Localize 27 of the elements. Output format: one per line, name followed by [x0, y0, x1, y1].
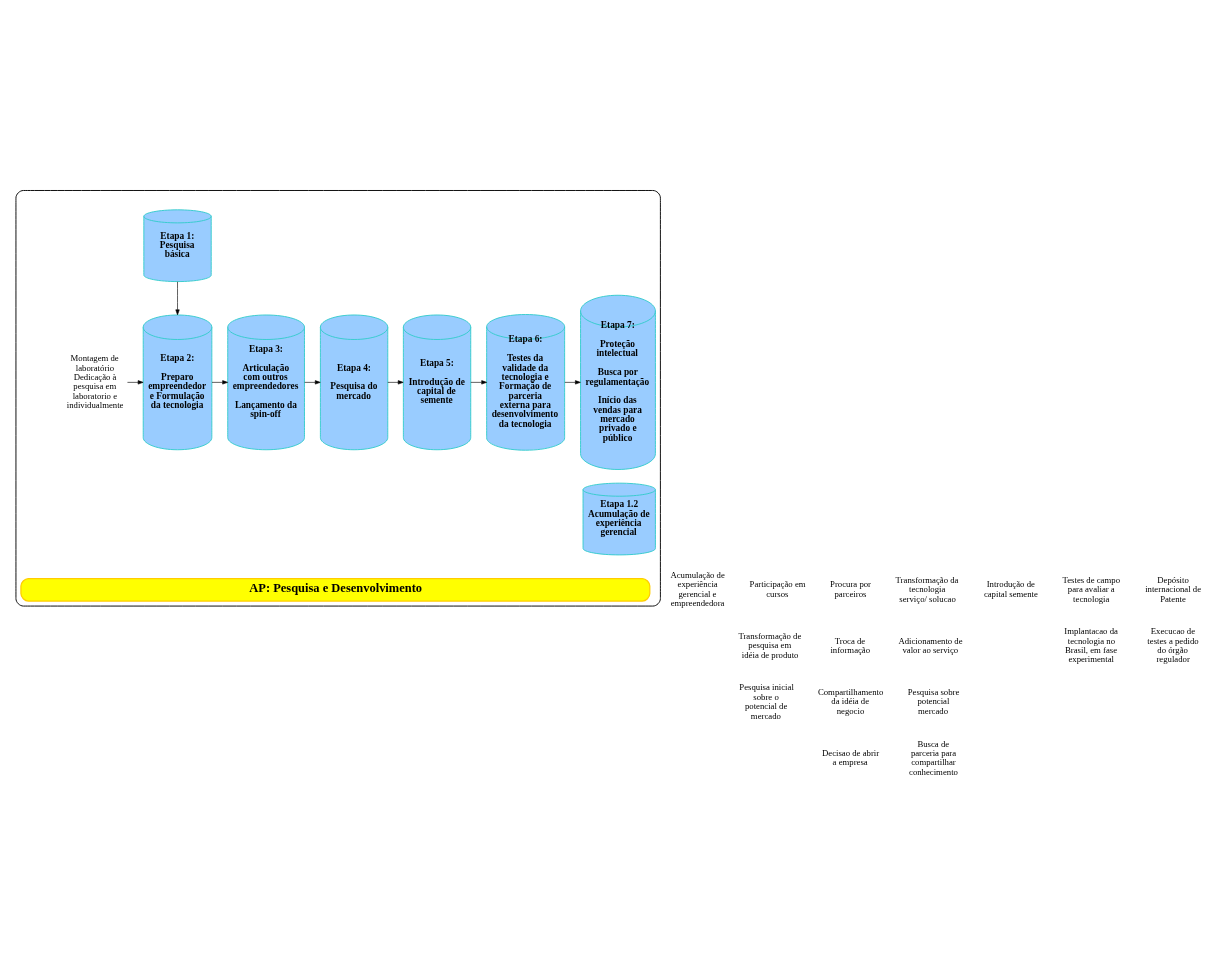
label: Pesquisa inicial sobre o potencial de mercado: [739, 682, 794, 721]
label: Troca de informação: [830, 635, 871, 655]
arrow: [304, 380, 321, 385]
arrow: [175, 281, 180, 316]
arrow: [564, 380, 581, 385]
label: Acumulação de experiência gerencial e empreendedora: [670, 570, 725, 609]
cluster: [15, 190, 661, 607]
label: Busca de parceria para compartilhar conhecimento: [909, 738, 958, 777]
label: Testes de campo para avaliar a tecnologia: [1062, 574, 1120, 604]
arrow: [387, 380, 404, 385]
label: Transformação de pesquisa em idéia de produto: [738, 630, 802, 660]
label: Decisao de abrir a empresa: [821, 747, 880, 768]
label: Pesquisa sobre potencial mercado: [907, 687, 960, 716]
label: Compartilhamento da idéia de negocio: [817, 687, 884, 716]
arrow: [211, 380, 228, 385]
arrow: [127, 380, 144, 385]
label: Transformação da tecnologia serviço/ solucao: [895, 574, 959, 604]
label: Execucao de testes a pedido do órgão regulador: [1147, 626, 1199, 665]
label: Depósito internacional de Patente: [1145, 574, 1202, 604]
arrow: [470, 380, 487, 385]
label: Implantacao da tecnologia no Brasil, em fase experimental: [1064, 626, 1118, 665]
node-text: Montagem de laboratório Dedicação à pesquisa em laboratorio e individualmente: [66, 353, 124, 411]
label: Participação em cursos: [749, 579, 806, 599]
node-box: AP: Pesquisa e Desenvolvimento: [20, 578, 651, 602]
label: Introdução de capital semente: [983, 579, 1038, 599]
label: Adicionamento de valor ao serviço: [898, 635, 963, 655]
label: Procura por parceiros: [830, 579, 872, 599]
